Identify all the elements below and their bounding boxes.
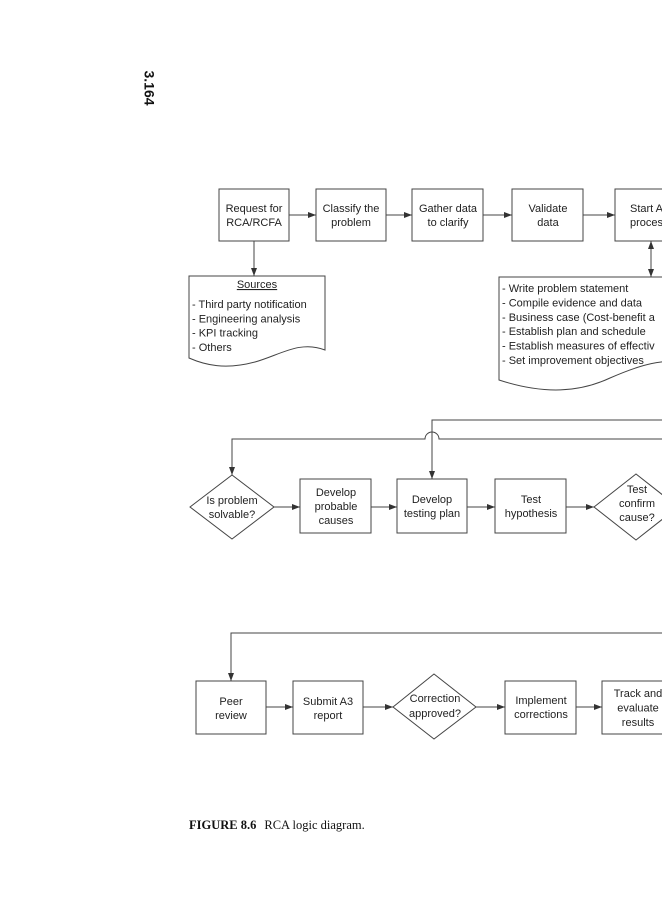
sources-document: Sources - Third party notification- Engi…: [188, 275, 326, 367]
svg-text:- Third party notification- En: - Third party notification- Engineering …: [192, 299, 307, 354]
start-tasks-document: - Write problem statement- Compile evide…: [498, 276, 662, 391]
figure-label: FIGURE 8.6: [189, 818, 257, 832]
figure-caption: FIGURE 8.6 RCA logic diagram.: [189, 818, 365, 833]
figure-caption-text: RCA logic diagram.: [264, 818, 365, 832]
feedback-line: [228, 632, 662, 681]
svg-text:- Write problem statement- Com: - Write problem statement- Compile evide…: [502, 283, 656, 367]
svg-text:Sources: Sources: [237, 279, 278, 291]
feedback-line: [229, 431, 662, 475]
feedback-line: [429, 419, 662, 479]
